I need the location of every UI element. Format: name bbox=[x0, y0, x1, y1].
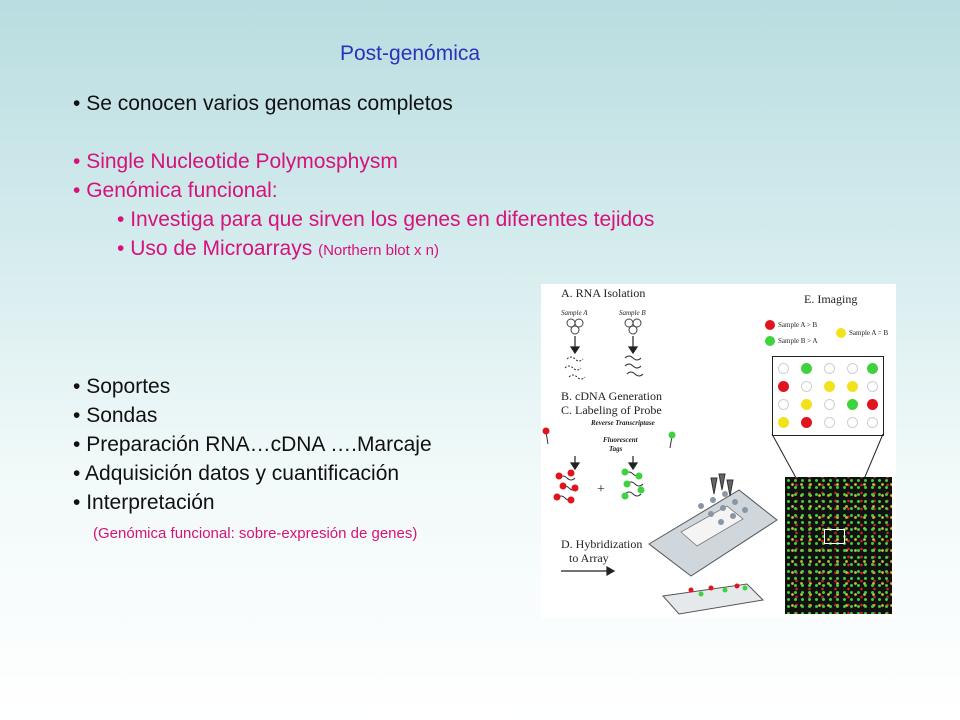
step-c-label: C. Labeling of Probe bbox=[561, 403, 662, 417]
slide-title: Post-genómica bbox=[340, 42, 481, 65]
grid-spot bbox=[801, 417, 812, 428]
step-d-label: D. Hybridization bbox=[561, 537, 643, 551]
grid-spot bbox=[847, 363, 858, 374]
legend-green-dot bbox=[765, 336, 775, 346]
legend-yellow-dot bbox=[836, 328, 846, 338]
microarrays-label: Uso de Microarrays bbox=[117, 237, 312, 260]
legend-red-dot bbox=[765, 320, 775, 330]
grid-spot bbox=[867, 399, 878, 410]
grid-spot bbox=[867, 417, 878, 428]
tags-label: Tags bbox=[609, 445, 623, 453]
zoom-box bbox=[824, 529, 845, 544]
magnified-spot-grid bbox=[772, 356, 884, 436]
grid-spot bbox=[778, 417, 789, 428]
bullet-functional-genomics: Genómica funcional: bbox=[73, 179, 277, 203]
grid-spot bbox=[778, 381, 789, 392]
bullet-adquisicion: Adquisición datos y cuantificación bbox=[73, 462, 399, 486]
grid-spot bbox=[824, 399, 835, 410]
bullet-genomes: Se conocen varios genomas completos bbox=[73, 92, 453, 116]
footnote: (Genómica funcional: sobre-expresión de … bbox=[93, 525, 418, 542]
workflow-diagram bbox=[542, 318, 778, 615]
grid-spot bbox=[801, 399, 812, 410]
reverse-transcriptase-label: Reverse Transcriptase bbox=[591, 419, 655, 427]
step-d-label-2: to Array bbox=[569, 551, 609, 565]
grid-spot bbox=[847, 381, 858, 392]
grid-spot bbox=[867, 381, 878, 392]
grid-spot bbox=[801, 381, 812, 392]
grid-spot bbox=[778, 399, 789, 410]
grid-spot bbox=[847, 417, 858, 428]
grid-spot bbox=[778, 363, 789, 374]
legend-a-eq-b: Sample A = B bbox=[849, 329, 889, 337]
plus-sign: + bbox=[597, 482, 605, 497]
microarray-scan-image bbox=[785, 477, 892, 614]
step-b-label: B. cDNA Generation bbox=[561, 389, 662, 403]
bullet-snp: Single Nucleotide Polymosphysm bbox=[73, 150, 398, 174]
northern-blot-note: (Northern blot x n) bbox=[318, 242, 439, 259]
grid-spot bbox=[801, 363, 812, 374]
step-a-label: A. RNA Isolation bbox=[561, 286, 646, 300]
sample-a-label: Sample A bbox=[561, 309, 588, 317]
subbullet-microarrays: Uso de Microarrays (Northern blot x n) bbox=[117, 237, 439, 261]
bullet-preparacion: Preparación RNA…cDNA ….Marcaje bbox=[73, 433, 431, 457]
sample-b-label: Sample B bbox=[619, 309, 646, 317]
grid-spot bbox=[824, 381, 835, 392]
grid-spot bbox=[867, 363, 878, 374]
grid-spot bbox=[824, 417, 835, 428]
grid-spot bbox=[824, 363, 835, 374]
microarray-figure: A. RNA Isolation Sample A Sample B bbox=[541, 284, 896, 618]
legend-a-gt-b: Sample A > B bbox=[778, 321, 818, 329]
legend-b-gt-a: Sample B > A bbox=[778, 337, 818, 345]
grid-spot bbox=[847, 399, 858, 410]
step-e-label: E. Imaging bbox=[804, 292, 858, 306]
subbullet-gene-function: Investiga para que sirven los genes en d… bbox=[117, 208, 654, 232]
bullet-interpretacion: Interpretación bbox=[73, 491, 214, 515]
bullet-soportes: Soportes bbox=[73, 375, 170, 399]
bullet-sondas: Sondas bbox=[73, 404, 157, 428]
fluorescent-label: Fluorescent bbox=[603, 436, 638, 444]
